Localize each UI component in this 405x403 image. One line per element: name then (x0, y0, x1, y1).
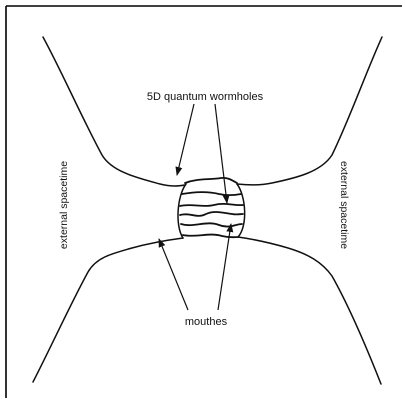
wormhole-throats (180, 178, 243, 237)
wormhole-line (180, 204, 243, 206)
left-lower-boundary (33, 238, 183, 382)
top-annotation-label: 5D quantum wormholes (147, 91, 264, 103)
wormhole-line (180, 212, 243, 216)
left-region-label: external spacetime (58, 161, 70, 249)
top-arrow-right (215, 104, 227, 203)
bottom-annotation-label: mouthes (185, 316, 228, 328)
right-lower-boundary (238, 237, 381, 384)
wormhole-line (181, 223, 242, 226)
wormhole-line (185, 178, 237, 183)
right-region-label: external spacetime (338, 161, 350, 249)
right-mouth (237, 184, 245, 237)
top-arrow-left (177, 104, 194, 175)
right-upper-boundary (237, 37, 382, 185)
bottom-arrow-left (159, 239, 188, 310)
left-mouth (178, 184, 186, 238)
wormhole-line (182, 192, 241, 195)
